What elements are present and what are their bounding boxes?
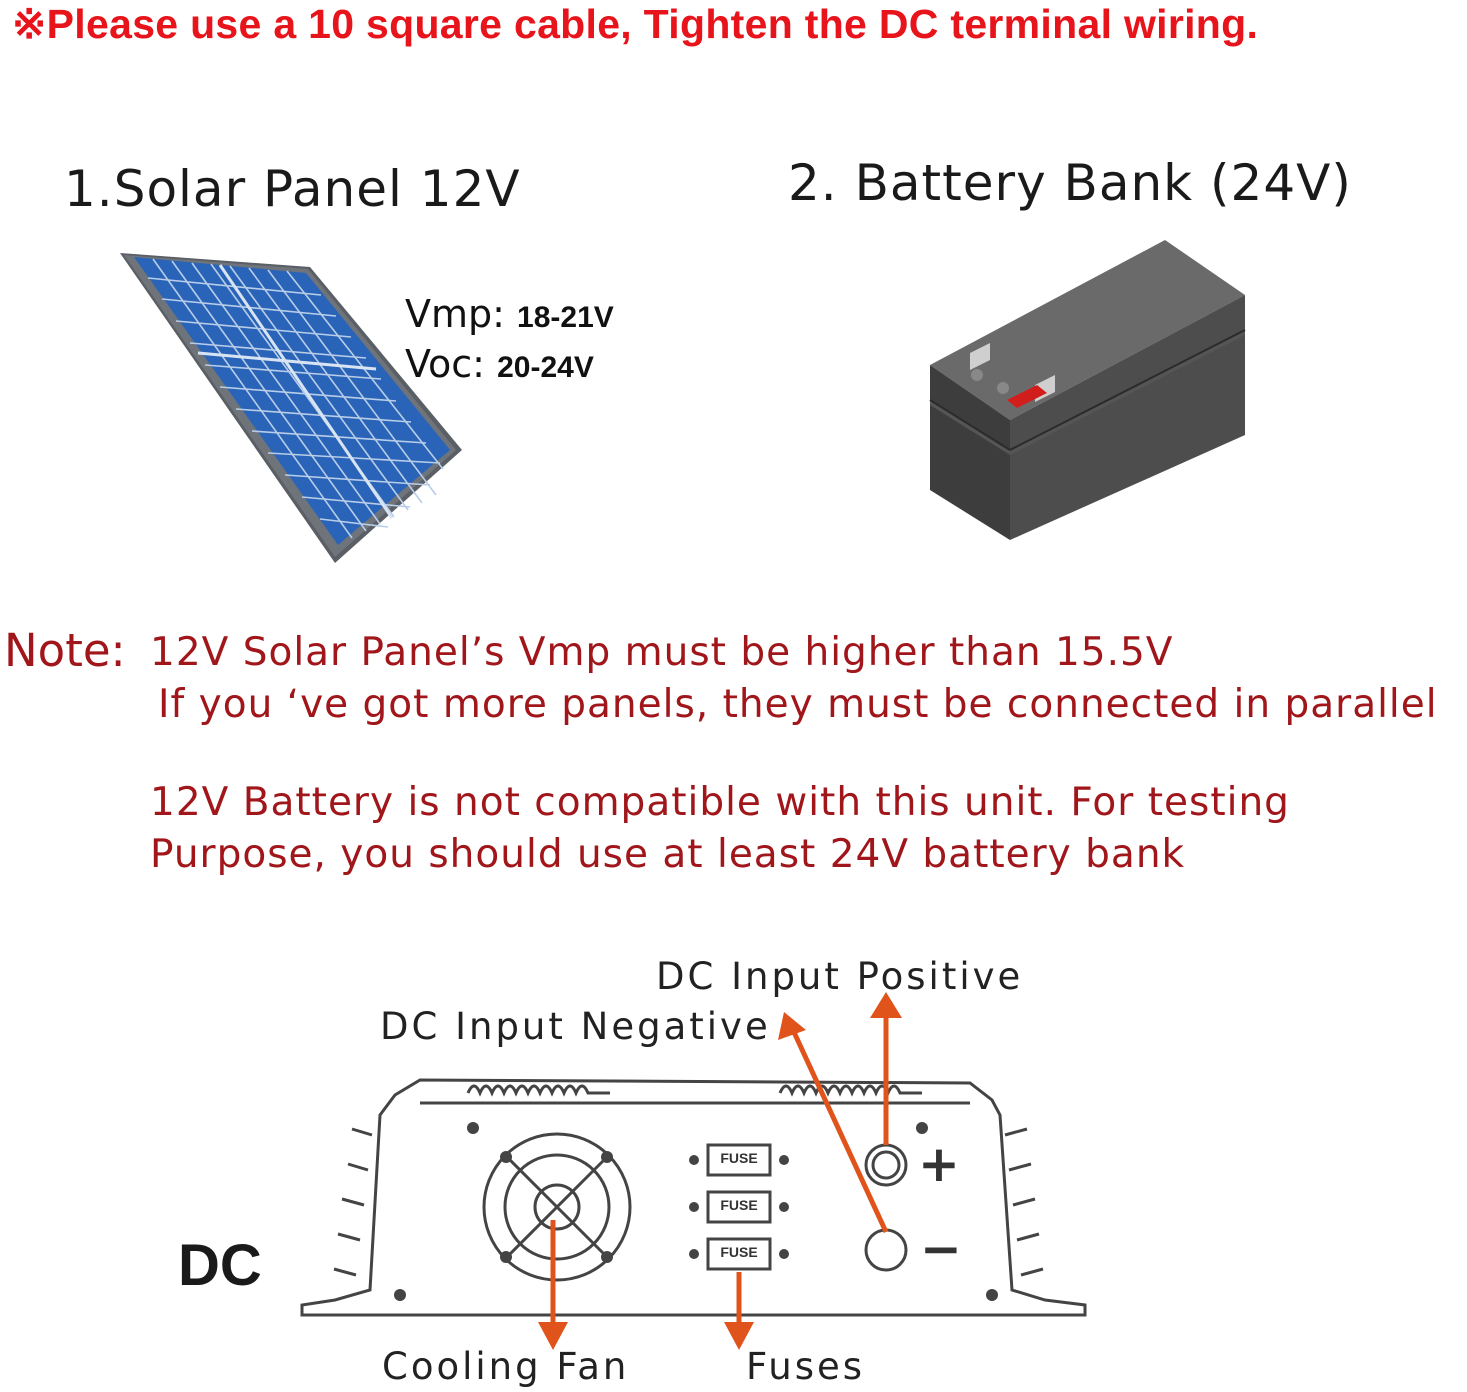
vmp-value: 18-21V	[517, 301, 614, 334]
note-line-1: 12V Solar Panel’s Vmp must be higher tha…	[150, 630, 1174, 675]
vmp-label: Vmp:	[405, 292, 505, 336]
arrow-negative	[790, 1028, 889, 1234]
arrow-positive-head	[870, 992, 902, 1018]
solar-panel-title: 1.Solar Panel 12V	[64, 160, 521, 218]
vmp-spec: Vmp: 18-21V	[405, 292, 614, 336]
dc-label: DC	[178, 1233, 262, 1298]
dc-input-negative-label: DC Input Negative	[380, 1005, 771, 1048]
fuse-3: FUSE	[720, 1244, 758, 1260]
note-label: Note:	[4, 624, 126, 677]
arrow-fuses-head	[724, 1322, 754, 1350]
note-line-4: Purpose, you should use at least 24V bat…	[150, 832, 1186, 877]
fuse-1: FUSE	[720, 1150, 758, 1166]
voc-value: 20-24V	[497, 351, 594, 384]
fuse-2: FUSE	[720, 1197, 758, 1213]
note-line-2: If you ‘ve got more panels, they must be…	[158, 682, 1438, 727]
dc-input-positive-label: DC Input Positive	[656, 955, 1024, 998]
fuses-label: Fuses	[746, 1345, 866, 1388]
solar-panel-illustration	[120, 253, 462, 563]
voc-spec: Voc: 20-24V	[405, 342, 594, 386]
minus-terminal-symbol: −	[920, 1220, 962, 1278]
battery-illustration	[929, 240, 1246, 540]
arrow-fan-head	[538, 1322, 568, 1350]
voc-label: Voc:	[405, 342, 485, 386]
note-line-3: 12V Battery is not compatible with this …	[150, 780, 1290, 825]
battery-title: 2. Battery Bank (24V)	[788, 154, 1352, 212]
plus-terminal-symbol: +	[918, 1135, 960, 1193]
cooling-fan-label: Cooling Fan	[382, 1345, 630, 1388]
warning-banner: ※Please use a 10 square cable, Tighten t…	[12, 1, 1259, 47]
arrow-negative-head	[778, 1012, 806, 1040]
